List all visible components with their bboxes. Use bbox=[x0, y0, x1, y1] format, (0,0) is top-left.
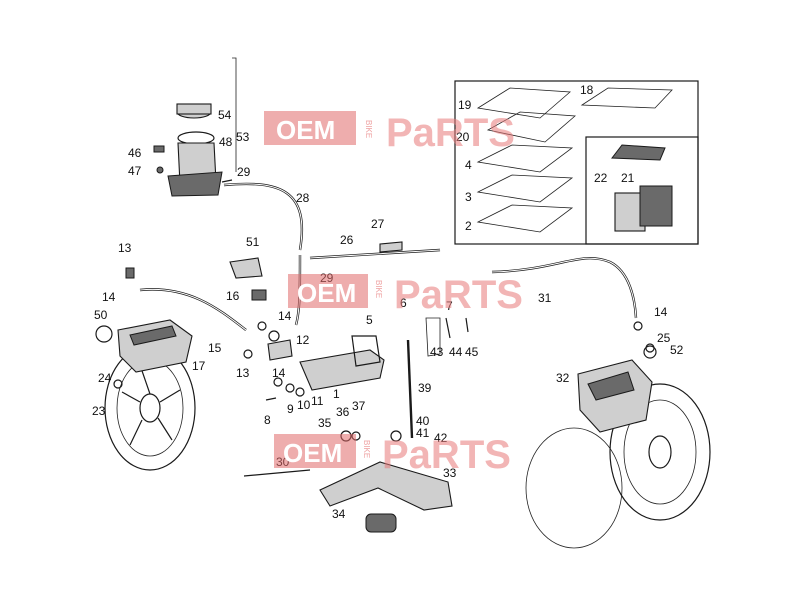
callout-16: 16 bbox=[226, 289, 240, 303]
ghost-disc bbox=[525, 427, 623, 549]
brake-pad-inset bbox=[454, 80, 699, 245]
callout-53: 53 bbox=[236, 130, 250, 144]
callout-33: 33 bbox=[443, 466, 457, 480]
rear-master-cylinder bbox=[299, 349, 385, 391]
callout-26: 26 bbox=[340, 233, 354, 247]
pushrod-39 bbox=[406, 339, 414, 439]
svg-text:BIKE: BIKE bbox=[364, 120, 373, 138]
callout-24: 24 bbox=[98, 371, 112, 385]
callout-31: 31 bbox=[538, 291, 552, 305]
brake-pads bbox=[611, 144, 673, 232]
callout-45: 45 bbox=[465, 345, 479, 359]
shim-plates bbox=[476, 87, 576, 233]
callout-34: 34 bbox=[332, 507, 346, 521]
callout-41: 41 bbox=[416, 426, 430, 440]
callout-23: 23 bbox=[92, 404, 106, 418]
part-51 bbox=[229, 257, 263, 279]
brake-hoses bbox=[139, 182, 638, 331]
brake-lever-33 bbox=[319, 461, 453, 511]
callout-14a: 14 bbox=[102, 290, 116, 304]
callout-50: 50 bbox=[94, 308, 108, 322]
callout-12: 12 bbox=[296, 333, 310, 347]
callout-10: 10 bbox=[297, 398, 311, 412]
callout-13b: 13 bbox=[236, 366, 250, 380]
callout-47: 47 bbox=[128, 164, 142, 178]
bolt-46 bbox=[153, 145, 165, 153]
rear-brake-disc bbox=[525, 383, 711, 549]
spring-30 bbox=[243, 469, 311, 477]
callout-11: 11 bbox=[311, 394, 324, 408]
svg-text:OEM: OEM bbox=[297, 278, 356, 308]
callout-51: 51 bbox=[246, 235, 260, 249]
callout-8: 8 bbox=[264, 413, 271, 427]
callout-19: 19 bbox=[458, 98, 472, 112]
callout-13a: 13 bbox=[118, 241, 132, 255]
callout-48: 48 bbox=[219, 135, 233, 149]
spring-43 bbox=[425, 317, 441, 357]
watermark-3: OEM BIKE PaRTS bbox=[274, 433, 511, 477]
callout-32: 32 bbox=[556, 371, 570, 385]
bolt-13 bbox=[125, 267, 135, 279]
callout-5: 5 bbox=[366, 313, 373, 327]
callout-17: 17 bbox=[192, 359, 206, 373]
callout-22: 22 bbox=[594, 171, 608, 185]
svg-text:OEM: OEM bbox=[283, 438, 342, 468]
callout-35: 35 bbox=[318, 416, 332, 430]
front-brake-caliper bbox=[95, 319, 193, 373]
rear-brake-caliper bbox=[577, 345, 657, 433]
callout-14d: 14 bbox=[654, 305, 668, 319]
callout-28: 28 bbox=[296, 191, 310, 205]
callout-36: 36 bbox=[336, 405, 350, 419]
svg-text:PaRTS: PaRTS bbox=[386, 111, 515, 155]
callout-1: 1 bbox=[333, 387, 340, 401]
callout-7: 7 bbox=[446, 299, 453, 313]
callout-54: 54 bbox=[218, 108, 232, 122]
callout-25: 25 bbox=[657, 331, 671, 345]
front-master-cylinder bbox=[153, 57, 237, 197]
callout-42: 42 bbox=[434, 431, 448, 445]
pedal-rubber-34 bbox=[365, 513, 397, 533]
svg-text:OEM: OEM bbox=[276, 115, 335, 145]
callout-14c: 14 bbox=[272, 366, 286, 380]
callout-40: 40 bbox=[416, 414, 430, 428]
cap-50 bbox=[95, 325, 113, 343]
callout-46: 46 bbox=[128, 146, 142, 160]
part-16 bbox=[251, 289, 267, 301]
watermark-2: OEM BIKE PaRTS bbox=[288, 273, 523, 317]
svg-text:BIKE: BIKE bbox=[362, 440, 371, 458]
small-parts bbox=[113, 179, 655, 401]
callout-29a: 29 bbox=[237, 165, 251, 179]
callout-27: 27 bbox=[371, 217, 385, 231]
callout-18: 18 bbox=[580, 83, 594, 97]
svg-text:PaRTS: PaRTS bbox=[382, 433, 511, 477]
washer-47 bbox=[156, 166, 164, 174]
pad-spring bbox=[580, 87, 673, 109]
callout-37: 37 bbox=[352, 399, 366, 413]
callout-43: 43 bbox=[430, 345, 444, 359]
callout-15: 15 bbox=[208, 341, 222, 355]
callout-44: 44 bbox=[449, 345, 463, 359]
callout-20: 20 bbox=[456, 130, 470, 144]
svg-text:PaRTS: PaRTS bbox=[394, 273, 523, 317]
callout-52: 52 bbox=[670, 343, 684, 357]
callout-4: 4 bbox=[465, 158, 472, 172]
callout-2: 2 bbox=[465, 219, 472, 233]
watermark-1: OEM BIKE PaRTS bbox=[264, 111, 515, 155]
svg-text:BIKE: BIKE bbox=[374, 280, 383, 298]
brake-pedal-assembly bbox=[243, 241, 453, 533]
callout-6: 6 bbox=[400, 296, 407, 310]
callout-39: 39 bbox=[418, 381, 432, 395]
callout-21: 21 bbox=[621, 171, 635, 185]
switch-27 bbox=[379, 241, 403, 253]
callout-9: 9 bbox=[287, 402, 294, 416]
callout-3: 3 bbox=[465, 190, 472, 204]
callout-14b: 14 bbox=[278, 309, 292, 323]
